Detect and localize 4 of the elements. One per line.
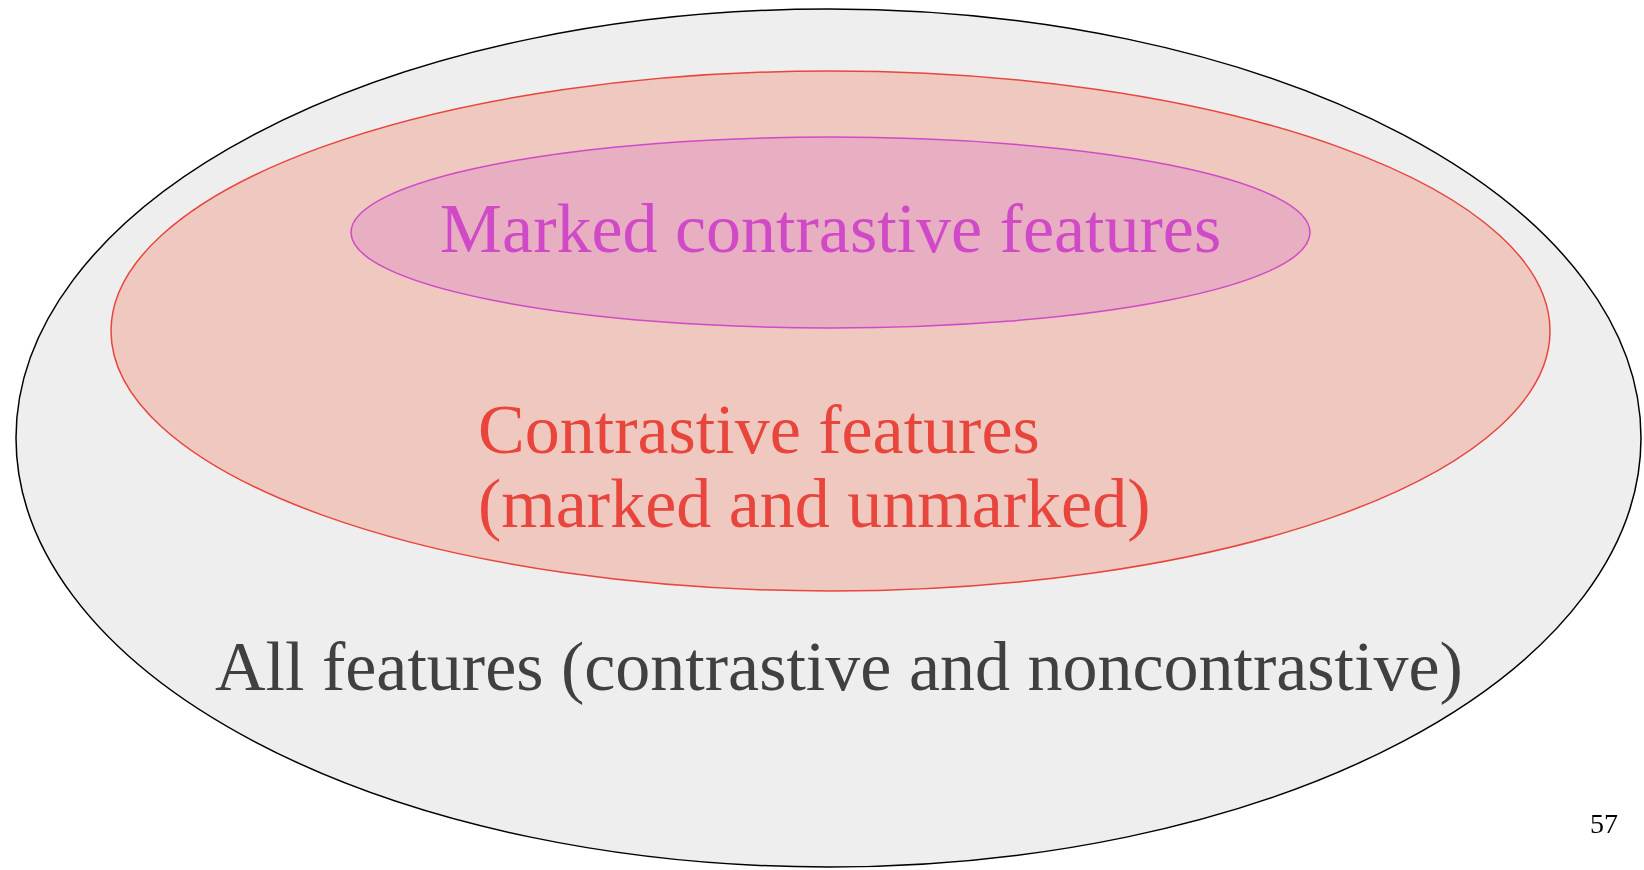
set-label: All features (contrastive and noncontrastive)	[215, 630, 1464, 704]
page-number: 57	[1590, 808, 1618, 840]
set-label: Marked contrastive features	[438, 192, 1223, 266]
set-label: Contrastive features (marked and unmarked)	[478, 393, 1152, 540]
